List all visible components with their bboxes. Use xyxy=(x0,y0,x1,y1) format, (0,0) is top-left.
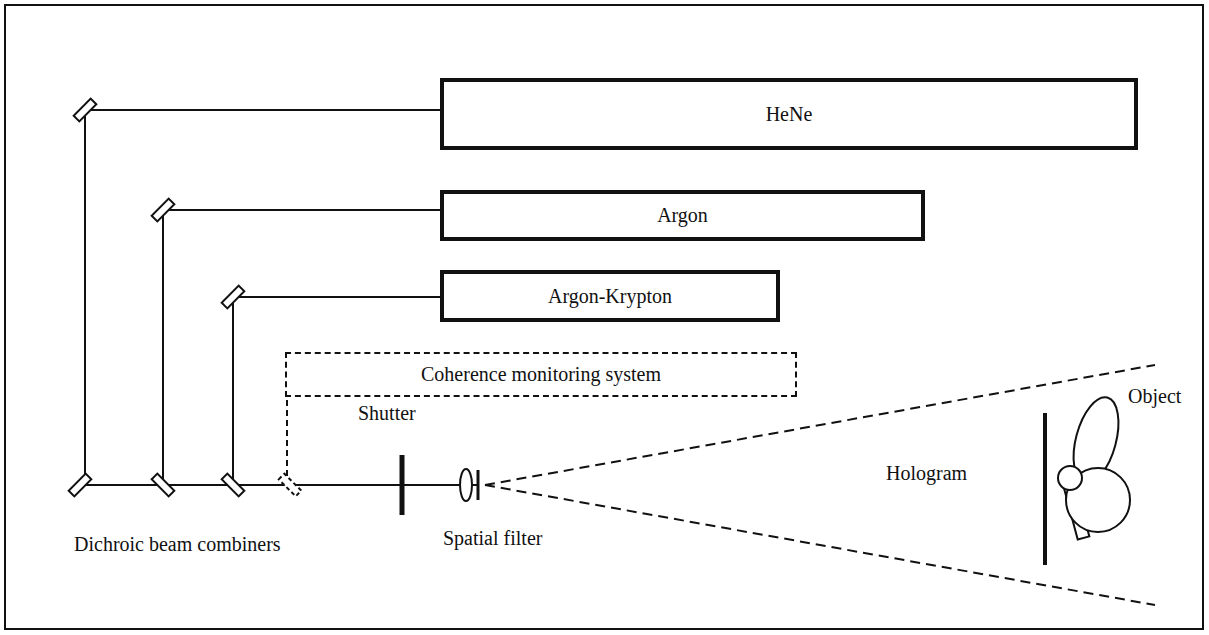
laser-box: HeNe xyxy=(440,78,1138,150)
part-label: Shutter xyxy=(356,402,418,425)
box-label: Coherence monitoring system xyxy=(421,363,661,386)
laser-box: Argon-Krypton xyxy=(440,270,780,322)
beam-cone xyxy=(485,365,1155,605)
part-label: Hologram xyxy=(884,462,969,485)
shutter xyxy=(400,455,405,515)
box-label: Argon xyxy=(657,204,708,227)
frame xyxy=(5,5,1203,629)
part-label: Dichroic beam combiners xyxy=(72,533,283,556)
object-figure xyxy=(1058,392,1130,539)
box-label: HeNe xyxy=(766,103,813,126)
box-label: Argon-Krypton xyxy=(548,285,672,308)
part-label: Spatial filter xyxy=(441,527,544,550)
part-label: Object xyxy=(1126,385,1183,408)
spatial-filter xyxy=(460,469,478,501)
hologram-plate xyxy=(1043,413,1047,565)
monitor-box: Coherence monitoring system xyxy=(285,352,797,397)
mirrors xyxy=(69,99,302,497)
laser-box: Argon xyxy=(440,190,925,241)
laser-beams xyxy=(80,110,478,485)
